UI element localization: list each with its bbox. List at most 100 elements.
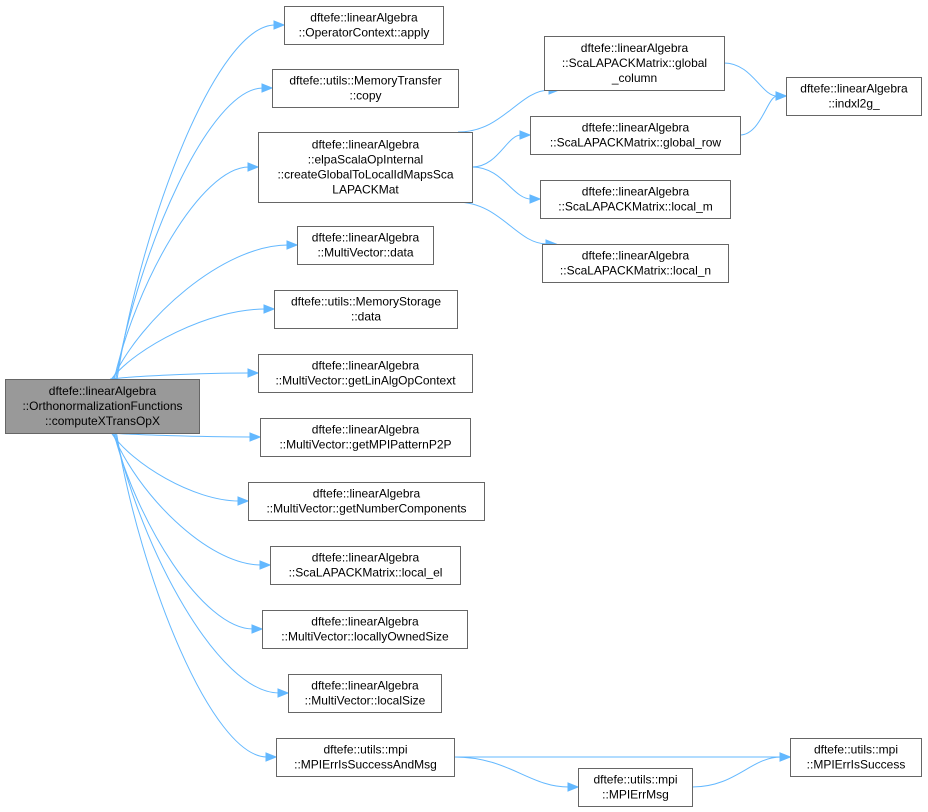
node-apply[interactable]: dftefe::linearAlgebra::OperatorContext::… [284,6,444,45]
node-box [274,290,458,329]
node-box [260,418,471,457]
arrowhead-icon [259,560,272,570]
arrowhead-icon [247,162,260,172]
node-label-line: ::MPIErrIsSuccessAndMsg [294,758,437,772]
node-label-line: ::ScaLAPACKMatrix::global_row [550,136,722,150]
node-label-line: _column [611,71,657,85]
node-label-line: ::MPIErrIsSuccess [807,758,906,772]
node-label-line: ::OperatorContext::apply [299,26,430,40]
edge-line [113,166,250,380]
node-box [297,226,434,265]
node-label-line: ::MultiVector::locallyOwnedSize [281,630,449,644]
node-label-line: dftefe::linearAlgebra [311,679,419,693]
node-box [248,482,485,521]
node-label-line: dftefe::linearAlgebra [312,551,420,565]
node-mvdata[interactable]: dftefe::linearAlgebra::MultiVector::data [297,226,434,265]
arrowhead-icon [237,496,250,506]
arrowhead-icon [249,432,262,442]
edge-root-to-apply [116,20,286,380]
node-label-line: ::MultiVector::getNumberComponents [266,502,466,516]
arrowhead-icon [265,752,278,762]
edges-layer [110,20,792,792]
edge-root-to-mvdata [112,240,299,380]
node-label-line: dftefe::linearAlgebra [312,138,420,152]
node-box [540,180,731,219]
arrowhead-icon [277,688,290,698]
node-getmpi[interactable]: dftefe::linearAlgebra::MultiVector::getM… [260,418,471,457]
node-label-line: ::computeXTransOpX [45,414,160,428]
node-box [270,546,461,585]
edge-line [691,756,782,788]
node-label-line: dftefe::linearAlgebra [800,82,908,96]
node-label-line: ::OrthonormalizationFunctions [22,399,182,413]
node-indxl2g[interactable]: dftefe::linearAlgebra::indxl2g_ [786,77,922,116]
node-label-line: dftefe::utils::mpi [323,743,407,757]
node-box [258,132,473,203]
arrowhead-icon [261,83,274,93]
node-gcol[interactable]: dftefe::linearAlgebra::ScaLAPACKMatrix::… [544,36,725,91]
nodes-layer: dftefe::linearAlgebra::Orthonormalizatio… [5,6,922,807]
node-box [544,36,725,91]
node-issuccess[interactable]: dftefe::utils::mpi::MPIErrIsSuccess [790,738,922,777]
edge-errmsg-to-issuccess [691,752,792,788]
node-getlin[interactable]: dftefe::linearAlgebra::MultiVector::getL… [258,354,473,393]
arrowhead-icon [529,194,542,204]
edge-line [739,95,778,136]
edge-line [116,24,276,380]
node-localel[interactable]: dftefe::linearAlgebra::ScaLAPACKMatrix::… [270,546,461,585]
node-label-line: ::ScaLAPACKMatrix::local_el [289,566,443,580]
node-label-line: dftefe::utils::mpi [593,773,677,787]
node-label-line: dftefe::linearAlgebra [312,359,420,373]
node-grow[interactable]: dftefe::linearAlgebra::ScaLAPACKMatrix::… [530,116,741,155]
arrowhead-icon [775,91,788,101]
node-elpa[interactable]: dftefe::linearAlgebra::elpaScalaOpIntern… [258,132,473,203]
arrowhead-icon [273,20,286,30]
edge-line [455,201,548,245]
node-label-line: ::MultiVector::localSize [305,694,426,708]
edge-root-to-owned [113,432,264,634]
node-label-line: ::MultiVector::getMPIPatternP2P [279,438,451,452]
node-box [272,69,459,108]
node-box [276,738,455,777]
edge-root-to-getlin [110,368,260,380]
node-localm[interactable]: dftefe::linearAlgebra::ScaLAPACKMatrix::… [540,180,731,219]
node-msdata[interactable]: dftefe::utils::MemoryStorage::data [274,290,458,329]
node-lsize[interactable]: dftefe::linearAlgebra::MultiVector::loca… [288,674,442,713]
node-getnum[interactable]: dftefe::linearAlgebra::MultiVector::getN… [248,482,485,521]
node-label-line: dftefe::linearAlgebra [312,231,420,245]
node-label-line: ::MPIErrMsg [602,788,669,802]
edge-root-to-mpimsg [115,432,278,762]
node-label-line: ::ScaLAPACKMatrix::global [562,56,707,70]
node-label-line: dftefe::utils::MemoryTransfer [289,74,441,88]
node-label-line: ::data [351,310,381,324]
node-localn[interactable]: dftefe::linearAlgebra::ScaLAPACKMatrix::… [542,244,729,283]
node-box [786,77,922,116]
node-root[interactable]: dftefe::linearAlgebra::Orthonormalizatio… [5,379,200,434]
edge-root-to-getmpi [110,432,262,442]
edge-line [112,244,289,380]
edge-line [110,372,250,380]
node-label-line: LAPACKMat [332,183,399,197]
node-label-line: dftefe::linearAlgebra [311,615,419,629]
edge-line [111,308,266,380]
arrowhead-icon [251,624,264,634]
node-label-line: ::MultiVector::data [317,246,413,260]
edge-line [112,432,262,566]
node-box [578,768,693,807]
edge-line [457,89,551,133]
edge-root-to-elpa [113,162,260,380]
edge-elpa-to-grow [471,130,532,168]
node-copy[interactable]: dftefe::utils::MemoryTransfer::copy [272,69,459,108]
edge-line [115,87,264,380]
node-label-line: dftefe::linearAlgebra [582,121,690,135]
node-box [284,6,444,45]
node-errmsg[interactable]: dftefe::utils::mpi::MPIErrMsg [578,768,693,807]
edge-mpimsg-to-errmsg [453,756,580,792]
node-label-line: ::elpaScalaOpInternal [308,153,423,167]
node-mpimsg[interactable]: dftefe::utils::mpi::MPIErrIsSuccessAndMs… [276,738,455,777]
node-label-line: dftefe::linearAlgebra [582,185,690,199]
node-label-line: dftefe::utils::mpi [814,743,898,757]
node-label-line: dftefe::linearAlgebra [49,384,157,398]
node-owned[interactable]: dftefe::linearAlgebra::MultiVector::loca… [262,610,468,649]
